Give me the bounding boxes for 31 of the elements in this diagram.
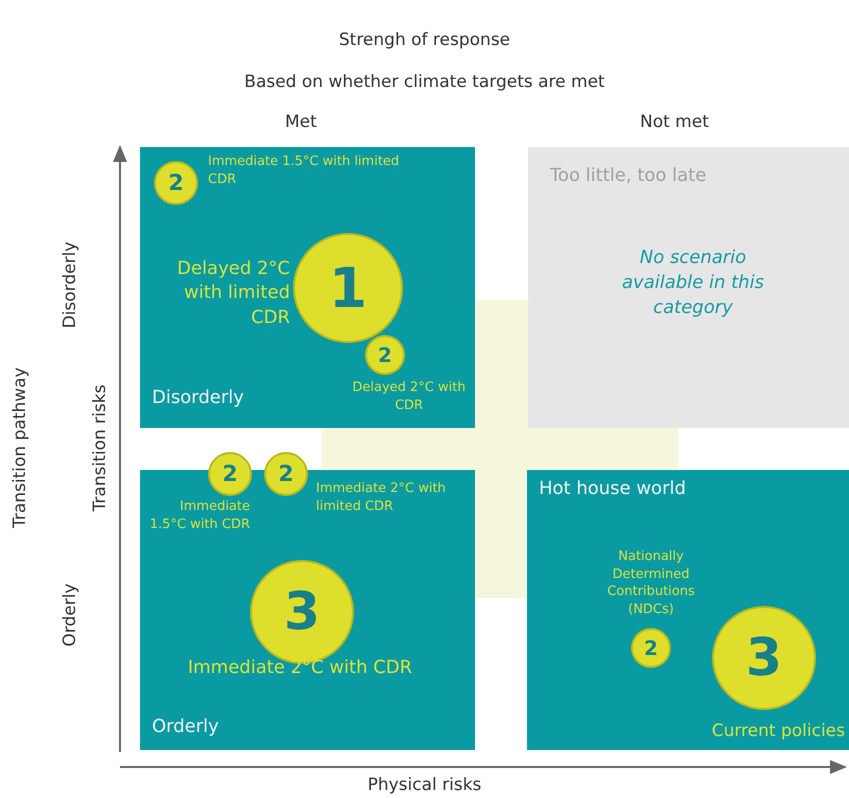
scenario-label: Immediate 1.5°C with CDR — [148, 498, 250, 534]
scenario-label: Immediate 1.5°C with limited CDR — [208, 153, 400, 188]
scenario-label: Immediate 2°C with limited CDR — [316, 480, 447, 516]
row-label: Disorderly — [60, 240, 80, 330]
quadrant-title: Too little, too late — [550, 165, 706, 186]
scenario-label: Delayed 2°C with CDR — [351, 379, 467, 414]
scenario-label: Delayed 2°C with limited CDR — [176, 257, 290, 330]
scenario-label: Nationally Determined Contributions (NDCs) — [606, 548, 696, 618]
scenario-circle: 1 — [293, 233, 403, 343]
axis-title: Physical risks — [366, 775, 482, 795]
axis-title: Transition risks — [90, 384, 110, 514]
scenario-circle: 2 — [365, 335, 405, 375]
scenario-circle: 2 — [208, 452, 252, 496]
scenario-label: Current policies — [710, 720, 845, 743]
chart-title: Strengh of response — [338, 30, 512, 50]
scenario-circle: 3 — [712, 606, 816, 710]
axis-title: Transition pathway — [10, 368, 30, 528]
quadrant-panel — [140, 147, 475, 428]
quadrant-panel — [527, 470, 849, 750]
quadrant-panel — [528, 147, 849, 428]
quadrant-title: Orderly — [152, 716, 219, 737]
quadrant-title: Disorderly — [152, 387, 244, 408]
scenario-circle: 2 — [264, 452, 308, 496]
column-label: Met — [285, 112, 317, 132]
row-label: Orderly — [60, 582, 80, 649]
scenario-circle: 2 — [154, 161, 198, 205]
column-label: Not met — [640, 112, 709, 132]
axis-heading: Based on whether climate targets are met — [243, 72, 606, 92]
quadrant-title: Hot house world — [539, 478, 686, 499]
scenario-circle: 2 — [631, 628, 671, 668]
note-text: No scenario available in this category — [621, 246, 765, 320]
